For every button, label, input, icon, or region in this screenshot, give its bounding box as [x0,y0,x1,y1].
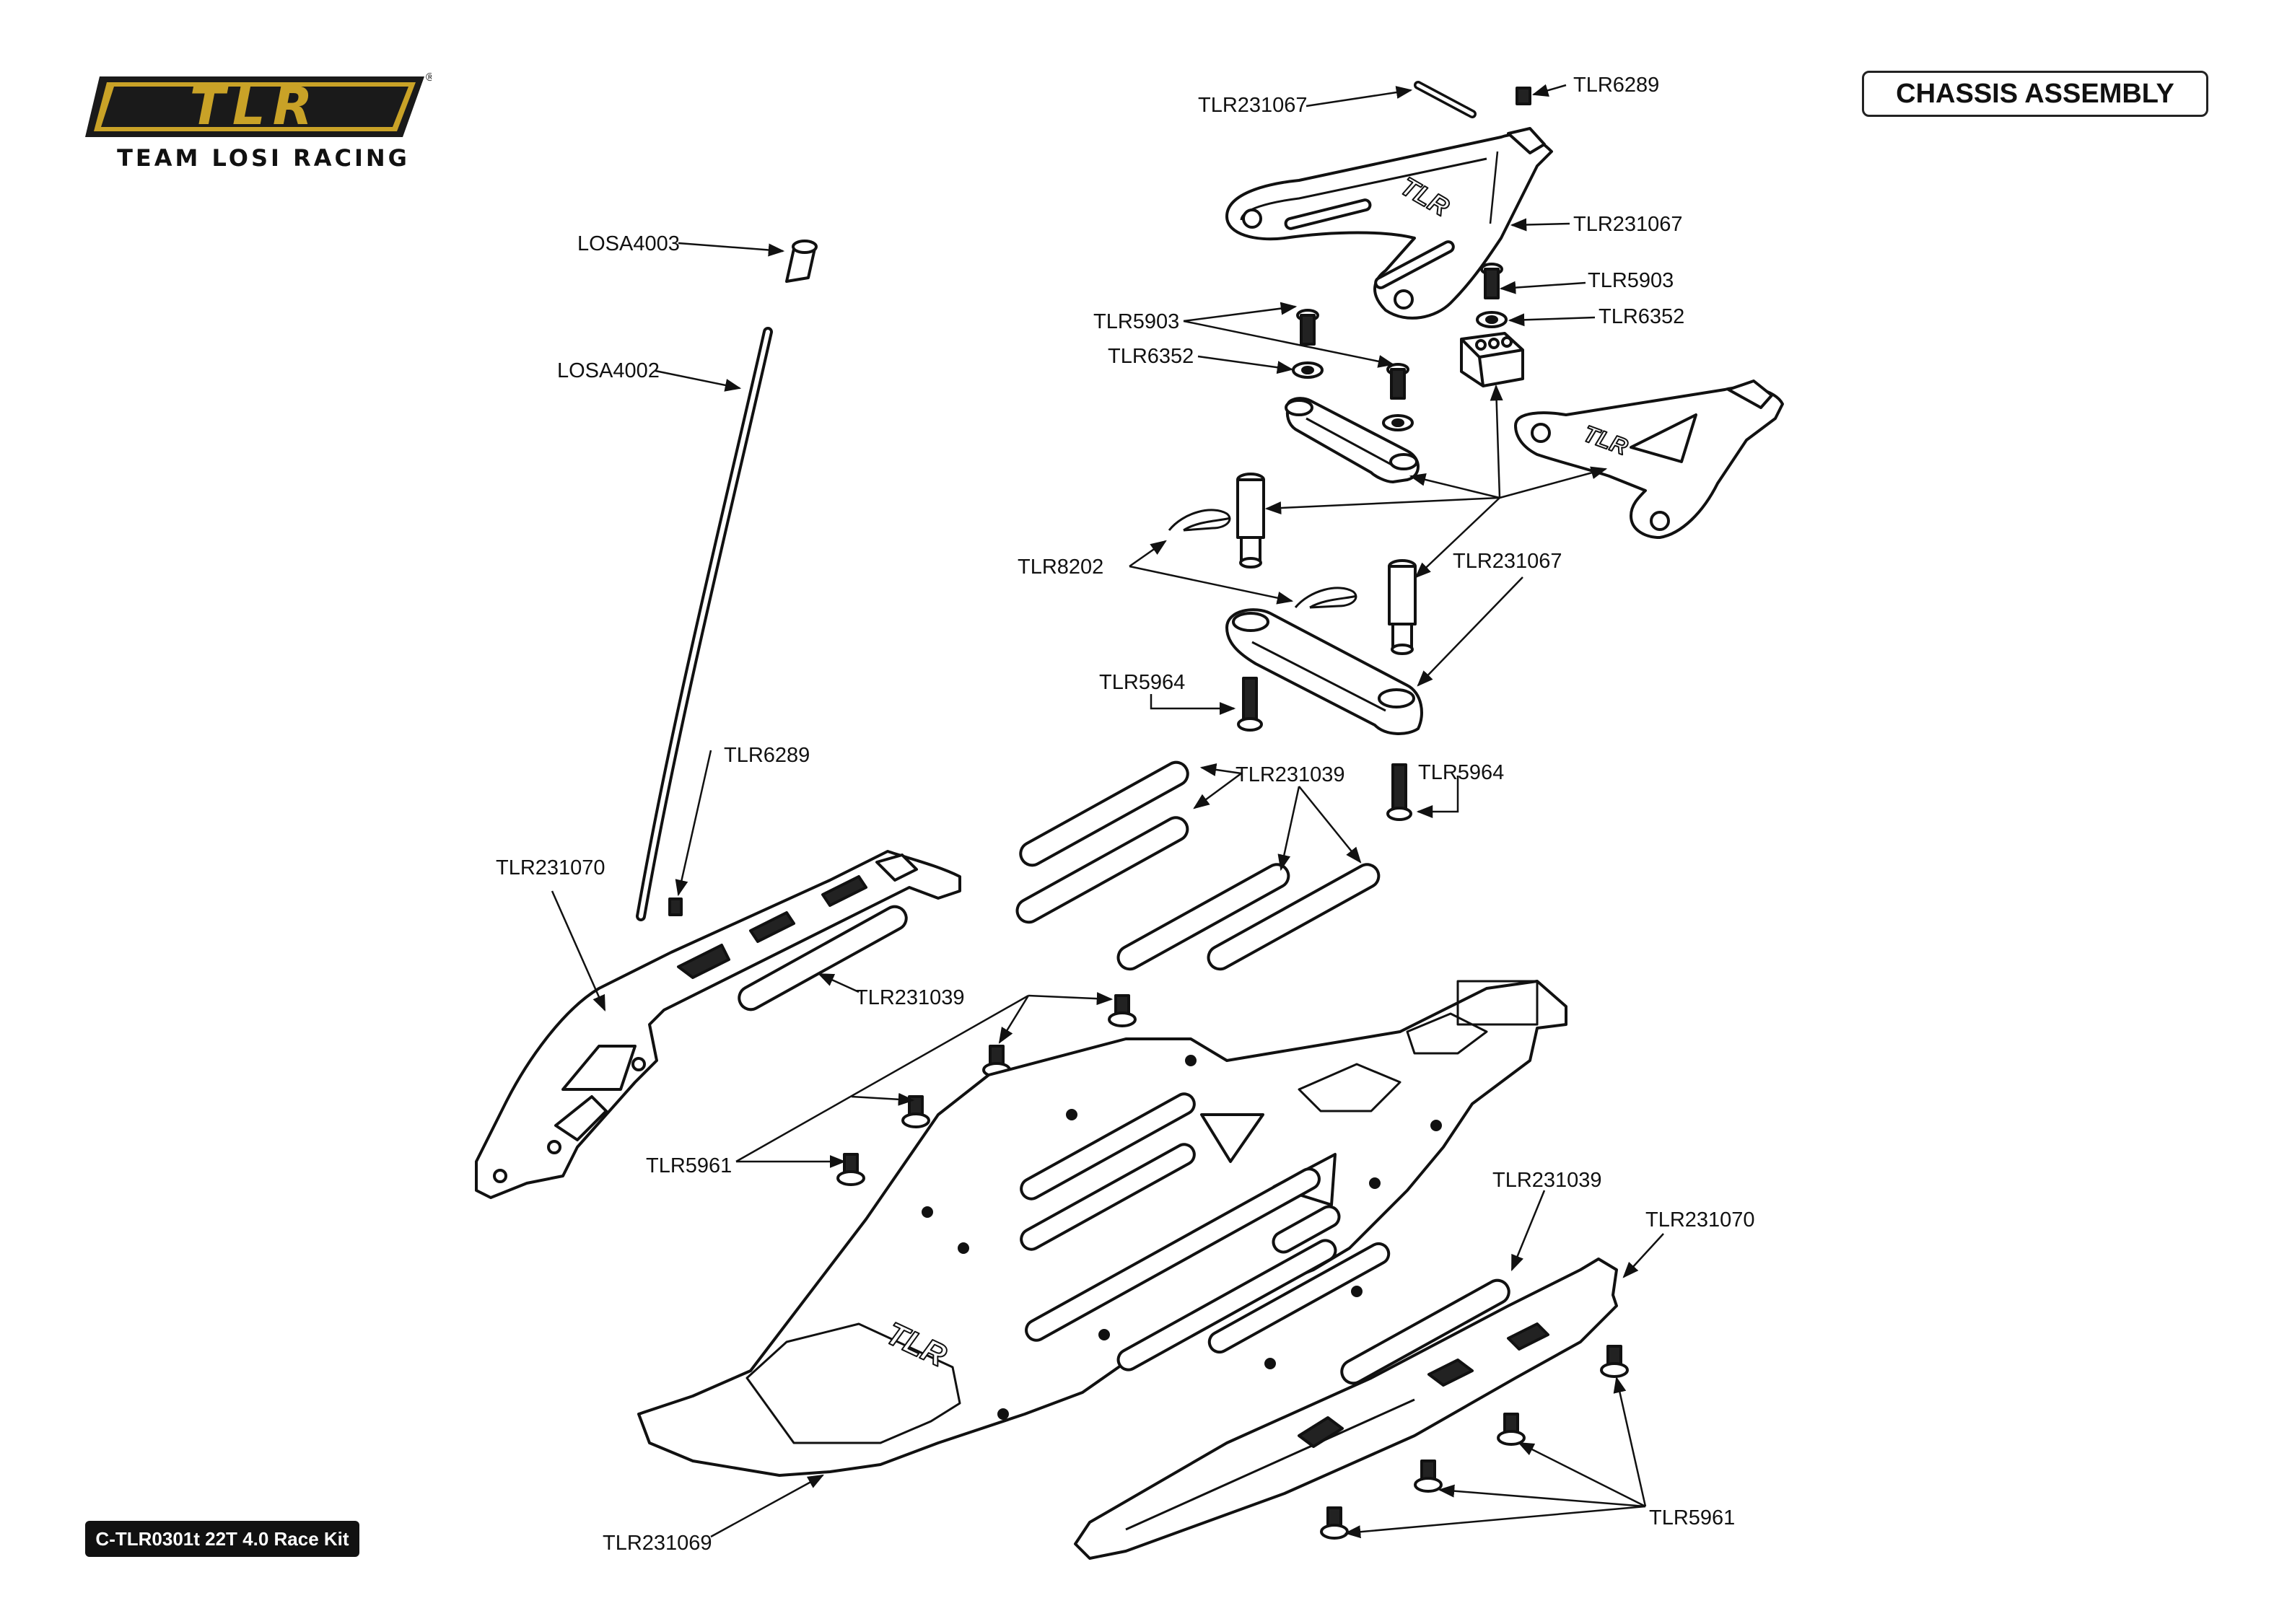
label-tlr231069: TLR231069 [603,1532,712,1555]
side-rail-right [1074,1257,1618,1560]
screw-tlr5961-f [1497,1413,1526,1446]
set-screw-left [668,897,683,916]
logo-subtitle: TEAM LOSI RACING [117,144,410,172]
main-chassis-plate: TLR [637,980,1567,1477]
label-tlr6352-left: TLR6352 [1108,345,1194,368]
label-tlr231039-left: TLR231039 [855,986,965,1009]
leader-lines [551,84,1664,1539]
post-upper [1236,473,1265,569]
label-tlr6352-right: TLR6352 [1599,305,1684,328]
camber-plate-right: TLR [1514,379,1784,539]
screw-tlr5961-h [1320,1506,1349,1540]
logo-text: TLR [190,76,320,136]
screw-tlr5961-g [1414,1460,1443,1493]
battery-strap-1 [1019,760,1189,867]
label-tlr231070-right: TLR231070 [1645,1208,1755,1232]
label-tlr231067-mid: TLR231067 [1453,550,1562,573]
label-losa4002: LOSA4002 [557,359,660,382]
battery-strap-left [738,905,908,1011]
battery-strap-right [1340,1278,1510,1385]
screw-tlr5961-d [836,1153,865,1186]
label-tlr5903-left: TLR5903 [1093,310,1179,333]
label-tlr231067-pin: TLR231067 [1198,94,1308,117]
screw-tlr5961-c [901,1095,930,1128]
post-lower [1388,559,1417,655]
battery-strap-2 [1015,816,1189,924]
battery-strap-4 [1207,863,1381,971]
label-tlr5961-left: TLR5961 [646,1154,732,1177]
set-screw-top [1516,87,1531,105]
tlr-logo-mark: TLR ® [85,71,434,137]
label-tlr6289-left: TLR6289 [724,744,810,767]
label-tlr231039-top: TLR231039 [1236,763,1345,786]
label-tlr8202: TLR8202 [1018,556,1103,579]
screw-tlr5961-a [1108,994,1137,1027]
battery-strap-3 [1116,863,1290,971]
screw-tlr5903-left-a [1296,309,1319,346]
wire-guide-cap [785,240,818,283]
screw-tlr5961-e [1600,1345,1629,1378]
screw-tlr5903-right [1480,263,1503,299]
label-tlr5903-right: TLR5903 [1588,269,1674,292]
antenna-tube [636,327,773,921]
tlr-logo: TLR ® TEAM LOSI RACING [85,71,434,179]
label-tlr231067-plate: TLR231067 [1573,213,1683,236]
page-title: CHASSIS ASSEMBLY [1862,71,2208,117]
side-rail-left [475,850,961,1199]
hinge-pin [1414,81,1477,118]
link-bar-upper [1285,397,1420,483]
label-tlr6289-top: TLR6289 [1573,74,1659,97]
label-tlr231039-right: TLR231039 [1492,1169,1602,1192]
body-clip-b [1294,587,1357,609]
link-bar-lower [1225,608,1423,735]
screw-tlr5964-a [1237,677,1263,732]
mount-block [1460,332,1524,387]
body-clip-a [1168,509,1231,532]
label-tlr231070-left: TLR231070 [496,856,605,879]
label-tlr5964-right: TLR5964 [1418,761,1504,784]
washer-tlr6352-mid [1382,414,1414,431]
label-tlr5964-left: TLR5964 [1099,671,1185,694]
camber-plate-top: TLR [1225,127,1553,320]
screw-tlr5903-left-b [1386,363,1409,400]
washer-tlr6352-left [1292,361,1324,379]
label-losa4003: LOSA4003 [577,232,680,255]
screw-tlr5964-b [1386,763,1412,821]
part-labels: TLR231067 TLR6289 TLR231067 LOSA4003 LOS… [496,74,1755,1555]
label-tlr5961-right: TLR5961 [1649,1506,1735,1529]
kit-badge: C-TLR0301t 22T 4.0 Race Kit [85,1521,359,1557]
washer-tlr6352-right [1476,311,1508,328]
